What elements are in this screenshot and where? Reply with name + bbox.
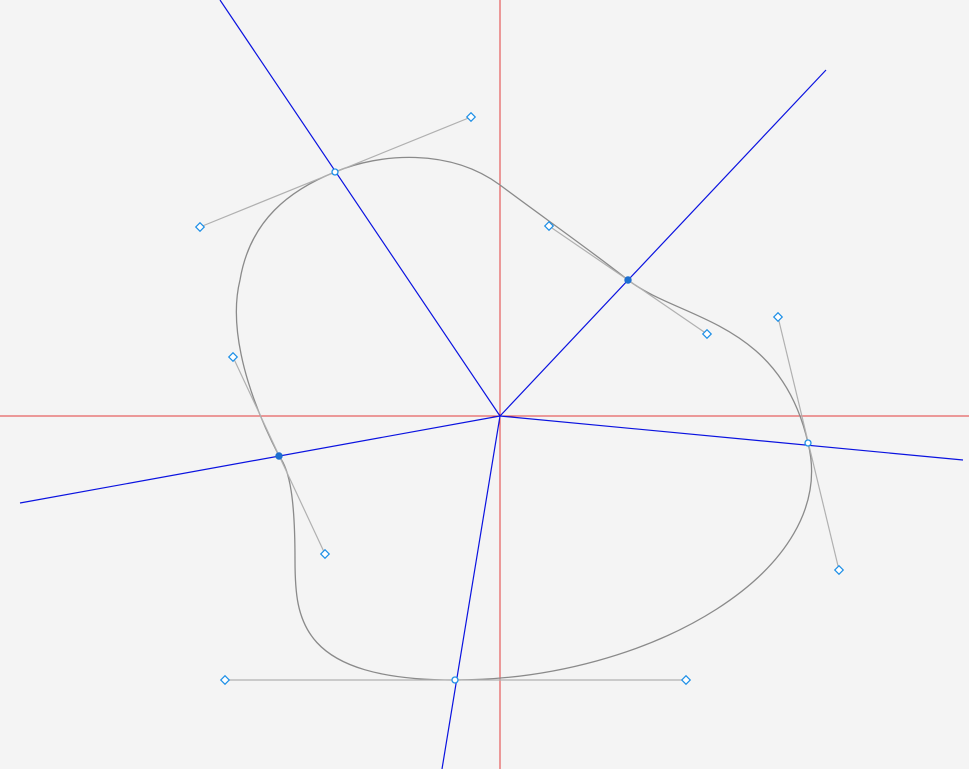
- anchor-point-left[interactable]: [275, 452, 283, 460]
- ray-upper-right: [499, 69, 827, 417]
- control-handle-diamond[interactable]: [772, 311, 784, 323]
- anchor-point-upper-right[interactable]: [624, 276, 632, 284]
- control-handle-diamond[interactable]: [319, 548, 331, 560]
- anchor-point-bottom[interactable]: [451, 676, 459, 684]
- ray-bottom: [441, 415, 501, 769]
- closed-bezier-curve[interactable]: [235, 156, 813, 681]
- ray-left: [19, 415, 501, 504]
- control-handle-diamond[interactable]: [194, 221, 206, 233]
- control-handle-diamond[interactable]: [701, 328, 713, 340]
- anchor-point-right[interactable]: [804, 439, 812, 447]
- ray-right: [499, 415, 964, 461]
- control-handles[interactable]: [194, 111, 845, 686]
- ray-top-left: [219, 0, 501, 417]
- anchor-point-top-left[interactable]: [331, 168, 339, 176]
- rays: [19, 0, 964, 769]
- control-handle-diamond[interactable]: [833, 564, 845, 576]
- control-handle-diamond[interactable]: [219, 674, 231, 686]
- anchor-points[interactable]: [275, 168, 812, 684]
- control-handle-diamond[interactable]: [543, 220, 555, 232]
- control-handle-diamond[interactable]: [227, 351, 239, 363]
- control-handle-diamond[interactable]: [680, 674, 692, 686]
- control-handle-diamond[interactable]: [465, 111, 477, 123]
